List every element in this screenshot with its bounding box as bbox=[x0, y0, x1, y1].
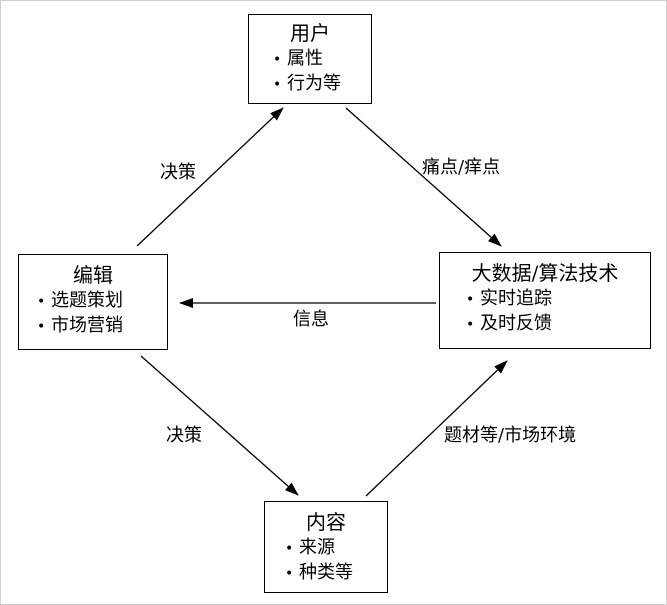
node-content-items: 来源 种类等 bbox=[285, 536, 387, 586]
node-user-item: 行为等 bbox=[273, 72, 371, 97]
node-tech: 大数据/算法技术 实时追踪 及时反馈 bbox=[439, 252, 651, 349]
edge-label-user-to-tech: 痛点/痒点 bbox=[422, 157, 501, 178]
edge-label-content-to-tech: 题材等/市场环境 bbox=[444, 425, 577, 446]
node-content-item: 种类等 bbox=[285, 561, 387, 586]
node-tech-item: 实时追踪 bbox=[466, 287, 650, 312]
edge-label-editor-to-content: 决策 bbox=[166, 425, 202, 446]
node-user-title: 用户 bbox=[290, 21, 330, 45]
node-user-item: 属性 bbox=[273, 47, 371, 72]
node-user: 用户 属性 行为等 bbox=[248, 14, 372, 104]
arrow-user-to-tech bbox=[345, 107, 502, 247]
node-content-title: 内容 bbox=[306, 510, 346, 534]
node-tech-item: 及时反馈 bbox=[466, 312, 650, 337]
node-tech-items: 实时追踪 及时反馈 bbox=[466, 287, 650, 337]
node-editor-item: 选题策划 bbox=[37, 289, 167, 314]
edge-label-editor-to-user: 决策 bbox=[160, 162, 196, 183]
edge-label-tech-to-editor: 信息 bbox=[293, 309, 329, 330]
node-editor-item: 市场营销 bbox=[37, 314, 167, 339]
arrow-content-to-tech bbox=[365, 360, 508, 497]
node-editor-title: 编辑 bbox=[73, 263, 113, 287]
arrow-editor-to-user bbox=[136, 107, 284, 247]
node-content: 内容 来源 种类等 bbox=[264, 501, 388, 593]
node-content-item: 来源 bbox=[285, 536, 387, 561]
node-tech-title: 大数据/算法技术 bbox=[471, 261, 619, 285]
node-editor-items: 选题策划 市场营销 bbox=[37, 289, 167, 339]
node-user-items: 属性 行为等 bbox=[273, 47, 371, 97]
arrow-editor-to-content bbox=[140, 355, 299, 496]
node-editor: 编辑 选题策划 市场营销 bbox=[18, 254, 168, 350]
